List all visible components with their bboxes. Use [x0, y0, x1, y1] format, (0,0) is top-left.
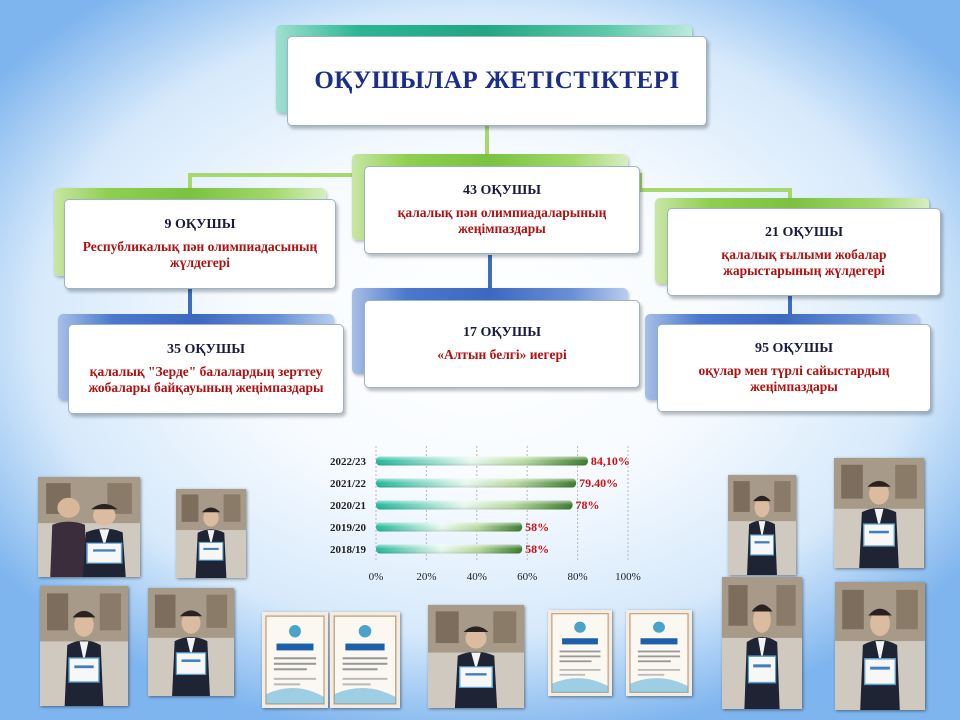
student-photo: [834, 458, 924, 568]
diploma-photo: [626, 610, 692, 696]
data-label: 58%: [525, 542, 549, 556]
x-tick-label: 20%: [416, 571, 436, 583]
node-gold-sign: 17 ОҚУШЫ «Алтын белгі» иегері: [364, 300, 640, 388]
bar-shine: [376, 456, 588, 466]
student-photo: [40, 586, 128, 706]
data-label: 79.40%: [579, 476, 618, 490]
x-tick-label: 40%: [467, 571, 487, 583]
title-box: ОҚУШЫЛАР ЖЕТІСТІКТЕРІ: [287, 36, 707, 126]
node-description: «Алтын белгі» иегері: [437, 347, 567, 362]
page-title: ОҚУШЫЛАР ЖЕТІСТІКТЕРІ: [314, 67, 680, 94]
diploma-photo: [330, 612, 400, 708]
diploma-photo: [262, 612, 328, 708]
achievement-bar-chart: 2022/23 2021/22 2020/21 2019/20 2018/19 84,1…: [330, 446, 641, 583]
x-tick-label: 100%: [615, 571, 641, 583]
category-label: 2019/20: [330, 522, 367, 534]
student-photo: [428, 605, 524, 708]
node-description: оқулар мен түрлі сайыстардың жеңімпаздар…: [698, 363, 890, 394]
node-science-projects: 21 ОҚУШЫ қалалық ғылыми жобалар жарыстар…: [667, 208, 941, 296]
student-photo: [728, 475, 796, 575]
data-label: 84,10%: [591, 454, 630, 468]
node-description: қалалық "Зерде" балалардың зерттеу жобал…: [88, 364, 324, 395]
x-tick-label: 60%: [517, 571, 537, 583]
student-photo: [835, 582, 925, 710]
node-zerde-projects: 35 ОҚУШЫ қалалық "Зерде" балалардың зерт…: [68, 324, 344, 414]
student-photo: [176, 489, 246, 578]
teacher-student-photo: [38, 477, 140, 577]
node-city-olympiad: 43 ОҚУШЫ қалалық пән олимпиадаларының же…: [364, 166, 640, 254]
category-label: 2018/19: [330, 544, 367, 556]
node-number: 35 ОҚУШЫ: [167, 342, 245, 357]
node-description: Республикалық пән олимпиадасының жүлдеге…: [82, 239, 318, 270]
diploma-photo: [548, 610, 612, 696]
student-photo: [722, 577, 802, 709]
category-label: 2022/23: [330, 456, 367, 468]
node-description: қалалық пән олимпиадаларының жеңімпаздар…: [397, 205, 607, 236]
node-description: қалалық ғылыми жобалар жарыстарының жүлд…: [721, 247, 887, 278]
x-tick-label: 80%: [568, 571, 588, 583]
category-label: 2021/22: [330, 478, 367, 490]
node-number: 21 ОҚУШЫ: [765, 225, 843, 240]
x-tick-label: 0%: [369, 571, 384, 583]
student-photo: [148, 588, 234, 696]
category-label: 2020/21: [330, 500, 366, 512]
node-number: 95 ОҚУШЫ: [755, 341, 833, 356]
node-number: 43 ОҚУШЫ: [463, 183, 541, 198]
data-label: 78%: [576, 498, 600, 512]
node-number: 17 ОҚУШЫ: [463, 325, 541, 340]
node-number: 9 ОҚУШЫ: [164, 217, 236, 232]
bar-shine: [376, 500, 573, 510]
bar-shine: [376, 478, 577, 488]
bar-shine: [376, 522, 523, 532]
bar-shine: [376, 544, 523, 554]
node-republic-olympiad: 9 ОҚУШЫ Республикалық пән олимпиадасының…: [64, 199, 336, 289]
data-label: 58%: [525, 520, 549, 534]
node-contests-winners: 95 ОҚУШЫ оқулар мен түрлі сайыстардың же…: [657, 324, 931, 412]
